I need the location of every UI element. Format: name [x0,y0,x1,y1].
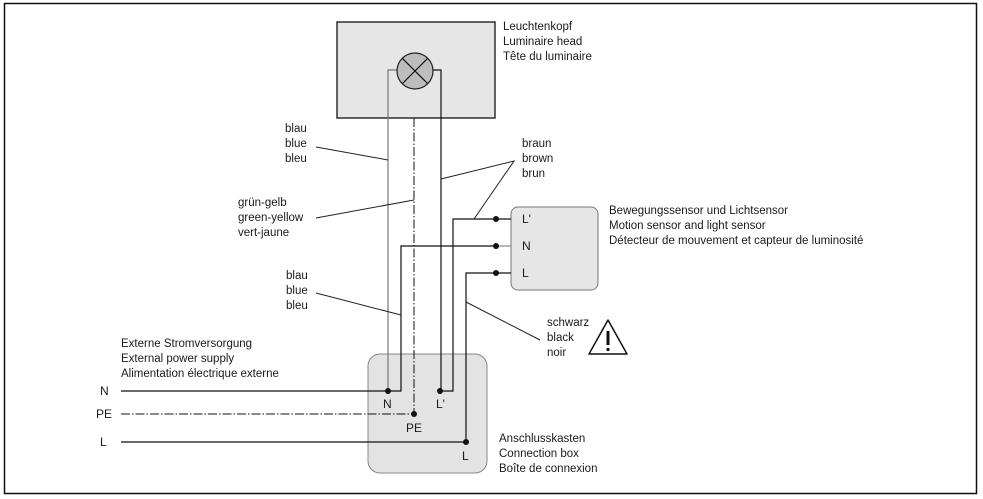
terminal-dot-sensor-n [493,243,499,249]
wire-brown-label: braun brown brun [522,138,554,180]
box-terminal-n: N [383,397,392,411]
supply-pe-label: PE [96,407,113,421]
box-terminal-lprime: L' [436,397,445,411]
terminal-dot-box-n [385,388,391,394]
wire-green-yellow-label: grün-gelb green-yellow vert-jaune [238,197,304,239]
wire-black-label: schwarz black noir [547,317,590,359]
terminal-dot-box-pe [411,411,417,417]
box-terminal-pe: PE [406,421,423,435]
supply-l-label: L [100,435,107,449]
diagram-frame [3,2,978,495]
terminal-dot-sensor-l [493,270,499,276]
sensor-terminal-l: L [522,266,529,280]
terminal-dot-box-lprime [437,388,443,394]
wire-brown [433,69,442,391]
luminaire-head-box [336,21,496,119]
leader-green-yellow [315,199,415,219]
wire-blue-lamp [387,69,397,391]
wire-blue-lower-label: blau blue bleu [286,270,308,312]
sensor-label: Bewegungssensor und Lichtsensor Motion s… [609,205,864,247]
sensor-terminal-n: N [522,239,531,253]
sensor-terminal-lprime: L' [522,212,531,226]
leader-brown [440,160,516,220]
wire-sensor-n-run [388,245,496,392]
lamp-cross-icon [396,52,434,90]
terminal-dot-box-l [463,439,469,445]
leader-blue-upper [315,146,389,161]
wire-sensor-lprime [440,218,511,392]
leader-black [465,301,541,341]
connection-box-label: Anschlusskasten Connection box Boîte de … [499,433,598,475]
leader-blue-lower [315,292,402,316]
box-terminal-l: L [462,449,469,463]
sensor-box [510,206,599,291]
supply-n-label: N [100,384,109,398]
wire-blue-upper-label: blau blue bleu [285,123,307,165]
terminal-dot-sensor-lprime [493,216,499,222]
luminaire-head-label: Leuchtenkopf Luminaire head Tête du lumi… [503,21,592,63]
power-supply-label: Externe Stromversorgung External power s… [121,338,279,380]
warning-triangle-icon [588,319,628,355]
